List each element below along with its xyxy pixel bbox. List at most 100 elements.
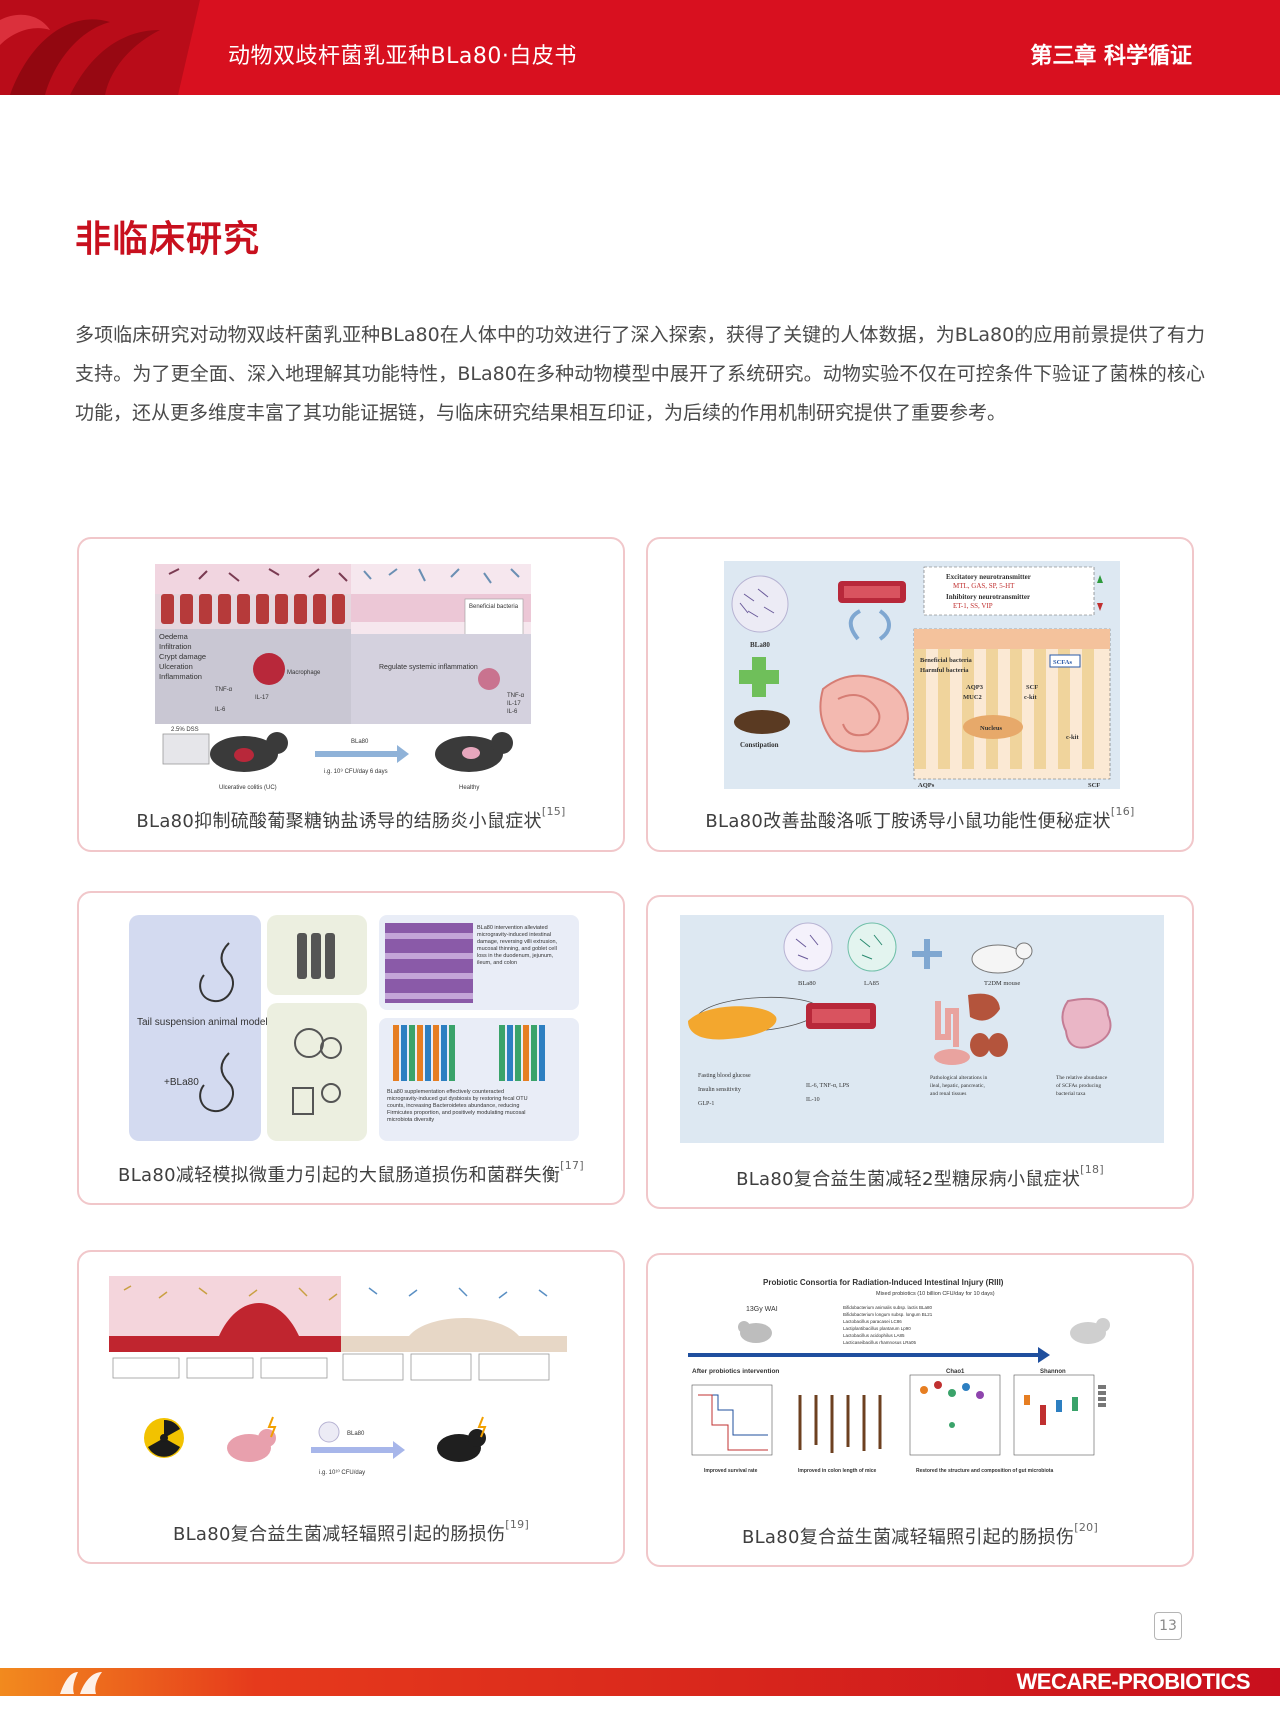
header-bar: 动物双歧杆菌乳亚种BLa80·白皮书 第三章 科学循证 [0,0,1280,95]
fig6-subtitle: Mixed probiotics (10 billion CFU/day for… [876,1291,995,1297]
figure-caption: BLa80复合益生菌减轻2型糖尿病小鼠症状[18] [648,1163,1192,1191]
reference-number: [17] [560,1159,584,1172]
fig2-label-ckit: c-kit [1024,694,1037,701]
fig2-label-scfas: SCFAs [1053,659,1072,666]
fig1-label-il17: IL-17 [255,695,269,701]
footer-brand-logo: WECARE-PROBIOTICS [1016,1669,1251,1694]
fig4-label-il10: IL-10 [806,1097,820,1103]
fig6-strain-2: Bifidobacterium longum subsp. longum BL2… [843,1312,933,1317]
caption-text: BLa80抑制硫酸葡聚糖钠盐诱导的结肠炎小鼠症状 [136,811,542,832]
reference-number: [19] [505,1518,530,1531]
fig6-dose: 13Gy WAI [746,1306,778,1313]
fig4-label-organs: Pathological alterations in ileal, hepat… [930,1075,989,1097]
document-title: 动物双歧杆菌乳亚种BLa80·白皮书 [228,44,577,69]
microgravity-figure: Tail suspension animal model +BLa80 BLa8… [129,915,579,1141]
section-title: 非临床研究 [75,219,261,260]
figure-caption: BLa80减轻模拟微重力引起的大鼠肠道损伤和菌群失衡[17] [79,1159,623,1187]
figure-card-microgravity: Tail suspension animal model +BLa80 BLa8… [77,891,625,1205]
fig4-label-glp1: GLP-1 [698,1101,714,1107]
colitis-figure: Oedema Infiltration Crypt damage Ulcerat… [155,564,531,791]
fig2-label-excitatory-list: MTL, GAS, SP, 5-HT [953,582,1015,590]
fig4-label-mouse: T2DM mouse [984,980,1020,987]
fig4-label-fbg: Fasting blood glucose [698,1073,751,1079]
fig1-label-il6: IL-6 [215,707,226,713]
fig4-label-cytokines: IL-6, TNF-α, LPS [806,1083,849,1089]
reference-number: [15] [541,805,566,818]
fig6-cap2: Improved in colon length of mice [798,1468,877,1474]
figure-caption: BLa80复合益生菌减轻辐照引起的肠损伤[20] [648,1521,1192,1549]
fig2-label-constipation: Constipation [740,741,779,749]
fig1-label-dose: i.g. 10⁹ CFU/day 6 days [324,768,388,775]
fig1-label-infiltration: Infiltration [159,642,192,651]
fig2-label-muc2: MUC2 [963,694,982,701]
fig6-chao1: Chao1 [946,1369,965,1375]
footer-bar: WECARE-PROBIOTICS [0,1668,1280,1696]
caption-text: BLa80改善盐酸洛哌丁胺诱导小鼠功能性便秘症状 [705,811,1111,832]
caption-text: BLa80减轻模拟微重力引起的大鼠肠道损伤和菌群失衡 [118,1165,561,1186]
fig1-label-il6-2: IL-6 [507,709,518,715]
fig3-note-2: BLa80 supplementation effectively counte… [387,1089,529,1123]
fig4-label-gut: The relative abundance of SCFAs producin… [1056,1075,1109,1097]
figure-card-diabetes: BLa80 LA85 T2DM mouse Fasting blood gluc… [646,895,1194,1209]
fig2-label-aqps: AQPs [918,782,935,789]
intro-paragraph: 多项临床研究对动物双歧杆菌乳亚种BLa80在人体中的功效进行了深入探索，获得了关… [75,324,1205,424]
fig1-label-oedema: Oedema [159,632,189,641]
radiation-figure-2: Probiotic Consortia for Radiation-Induce… [688,1278,1110,1474]
footer-gradient [0,1668,1280,1696]
fig5-label-dose: i.g. 10¹⁰ CFU/day [319,1469,365,1476]
figure-caption: BLa80改善盐酸洛哌丁胺诱导小鼠功能性便秘症状[16] [648,805,1192,833]
fig2-label-harmful: Harmful bacteria [920,667,969,674]
fig4-label-bla80: BLa80 [798,980,816,987]
fig3-note-1: BLa80 intervention alleviated microgravi… [477,925,559,966]
fig6-after: After probiotics intervention [692,1368,779,1375]
fig1-label-crypt: Crypt damage [159,652,206,661]
fig1-label-healthy: Healthy [459,785,479,791]
fig6-cap1: Improved survival rate [704,1468,758,1474]
fig6-title: Probiotic Consortia for Radiation-Induce… [763,1278,1004,1287]
fig2-label-beneficial: Beneficial bacteria [920,657,973,664]
brand-swoosh-logo [0,0,200,95]
fig6-strain-3: Lactobacillus paracasei LC86 [843,1319,902,1324]
fig3-label-model: Tail suspension animal model [137,1017,268,1028]
figure-caption: BLa80复合益生菌减轻辐照引起的肠损伤[19] [79,1518,623,1546]
fig1-label-tnf: TNF-α [215,687,233,693]
page-number: 13 [1154,1612,1182,1640]
fig1-label-uc: Ulcerative colitis (UC) [219,785,277,791]
fig1-label-regulate: Regulate systemic inflammation [379,664,478,671]
fig6-cap3: Restored the structure and composition o… [916,1468,1053,1474]
reference-number: [16] [1110,805,1135,818]
fig2-label-aqp3: AQP3 [966,684,984,691]
fig6-strain-6: Lacticaseibacillus rhamnosus LRa05 [843,1340,917,1345]
fig1-label-tnf2: TNF-α [507,693,525,699]
fig6-strain-1: Bifidobacterium animalis subsp. lactis B… [843,1305,933,1310]
fig2-label-scf2: SCF [1088,782,1100,789]
fig4-label-insulin: Insulin sensitivity [698,1087,741,1093]
fig1-label-beneficial: Beneficial bacteria [469,604,519,610]
caption-text: BLa80复合益生菌减轻辐照引起的肠损伤 [741,1527,1075,1548]
reference-number: [18] [1080,1163,1104,1176]
fig1-label-macrophage: Macrophage [287,670,321,676]
fig2-label-ckit-2: c-kit [1066,734,1079,741]
fig2-label-nucleus: Nucleus [980,725,1003,732]
fig4-label-la85: LA85 [864,980,879,987]
fig2-label-scf: SCF [1026,684,1038,691]
diabetes-figure: BLa80 LA85 T2DM mouse Fasting blood gluc… [680,915,1164,1143]
caption-text: BLa80复合益生菌减轻辐照引起的肠损伤 [172,1524,506,1545]
chapter-title: 第三章 科学循证 [1030,44,1192,69]
radiation-figure-1: BLa80 i.g. 10¹⁰ CFU/day [109,1276,567,1476]
fig2-label-inhibitory-list: ET-1, SS, VIP [953,602,993,610]
fig2-label-inhibitory: Inhibitory neurotransmitter [946,593,1030,601]
reference-number: [20] [1074,1521,1099,1534]
fig6-strain-5: Lactobacillus acidophilus LA85 [843,1333,905,1338]
fig3-label-bla80: +BLa80 [164,1077,199,1088]
figure-card-colitis: Oedema Infiltration Crypt damage Ulcerat… [77,537,625,852]
fig1-label-ulceration: Ulceration [159,662,193,671]
fig6-shannon: Shannon [1040,1369,1066,1375]
fig1-label-bla80: BLa80 [351,739,369,745]
caption-text: BLa80复合益生菌减轻2型糖尿病小鼠症状 [736,1169,1081,1190]
fig1-label-dss: 2.5% DSS [171,727,199,733]
fig5-label-bla80: BLa80 [347,1431,365,1437]
figure-caption: BLa80抑制硫酸葡聚糖钠盐诱导的结肠炎小鼠症状[15] [79,805,623,833]
fig6-strain-4: Lactiplantibacillus plantarum Lp90 [843,1326,911,1331]
constipation-figure: Excitatory neurotransmitter MTL, GAS, SP… [724,561,1120,789]
